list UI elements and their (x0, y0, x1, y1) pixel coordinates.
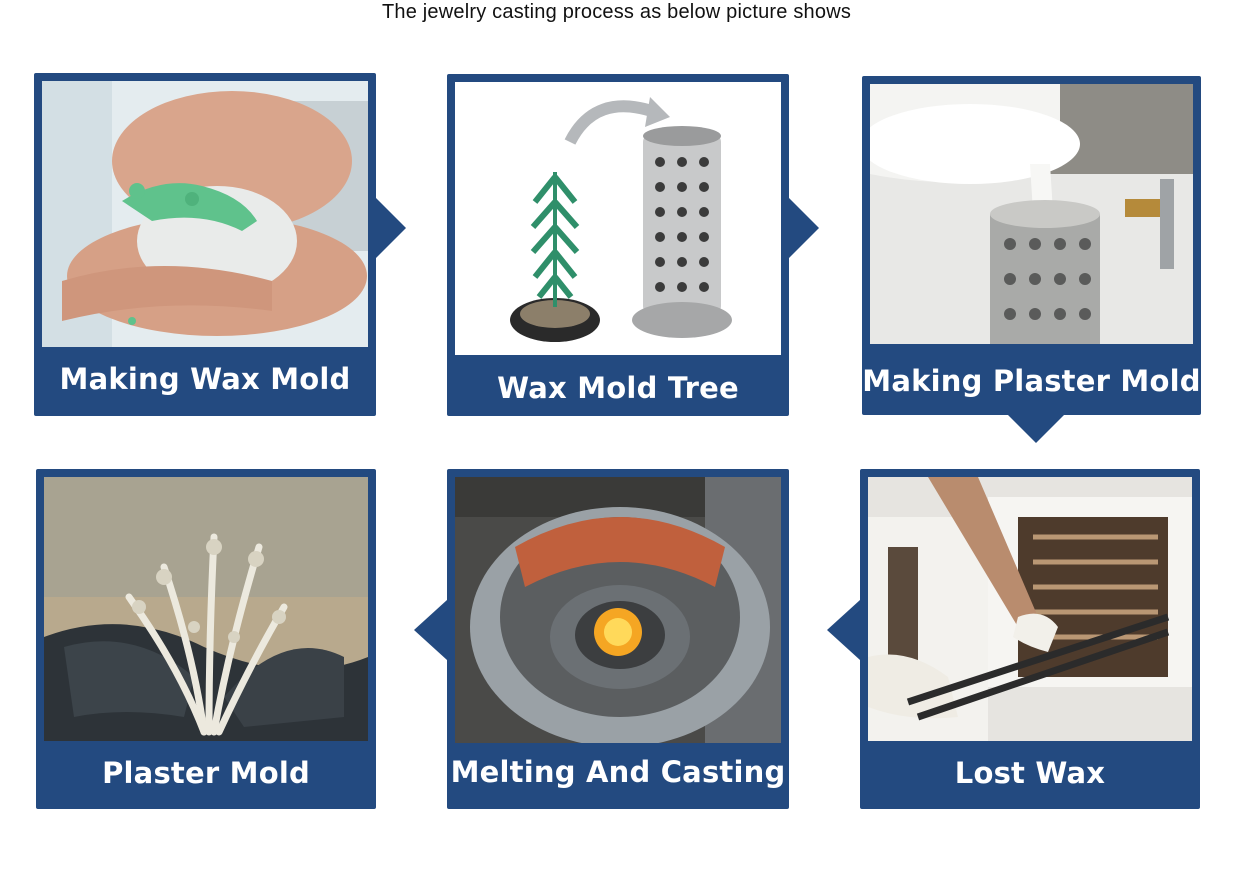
melting-and-casting-label: Melting And Casting (450, 755, 786, 789)
step-card-lost-wax: Lost Wax (860, 469, 1200, 809)
arrow-down-3 (1008, 415, 1064, 443)
arrow-right-2 (789, 198, 819, 258)
step-card-making-plaster-mold: Making Plaster Mold (862, 76, 1201, 415)
lost-wax-photo (868, 477, 1192, 741)
page-title: The jewelry casting process as below pic… (381, 1, 852, 23)
making-plaster-mold-photo (870, 84, 1193, 344)
plaster-mold-washing-photo (44, 477, 368, 741)
wax-mold-tree-label: Wax Mold Tree (497, 371, 739, 405)
wax-mold-tree-photo (455, 82, 781, 355)
step-card-melting-and-casting: Melting And Casting (447, 469, 789, 809)
arrow-left-5 (414, 600, 447, 660)
melting-and-casting-photo (455, 477, 781, 743)
arrow-right-1 (376, 198, 406, 258)
making-plaster-mold-label: Making Plaster Mold (862, 364, 1201, 398)
arrow-left-4 (827, 600, 860, 660)
step-card-wax-mold-tree: Wax Mold Tree (447, 74, 789, 416)
plaster-mold-washing-label: Plaster Mold washing (102, 756, 310, 854)
step-card-making-wax-mold: Making Wax Mold (34, 73, 376, 416)
lost-wax-label: Lost Wax (954, 756, 1106, 790)
making-wax-mold-label: Making Wax Mold (59, 362, 351, 396)
making-wax-mold-photo (42, 81, 368, 347)
step-card-plaster-mold-washing: Plaster Mold washing (36, 469, 376, 854)
